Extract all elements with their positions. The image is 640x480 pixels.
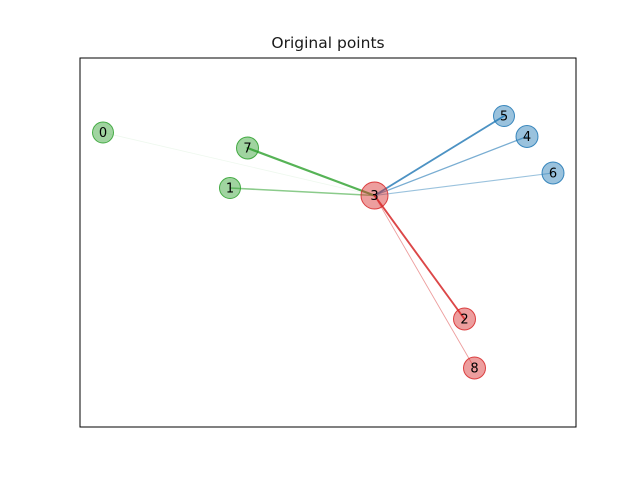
node-label-7: 7 xyxy=(243,142,251,157)
node-label-4: 4 xyxy=(523,130,531,145)
graph-node-1 xyxy=(219,177,241,199)
graph-node-0 xyxy=(92,121,114,144)
plot-frame xyxy=(79,57,577,428)
node-label-8: 8 xyxy=(470,362,478,377)
graph-edge-3-2 xyxy=(373,194,466,320)
graph-node-8 xyxy=(463,356,486,380)
graph-edge-3-4 xyxy=(373,135,528,197)
node-label-3: 3 xyxy=(370,189,378,204)
node-label-0: 0 xyxy=(99,126,107,141)
graph-node-3 xyxy=(360,181,389,210)
node-label-6: 6 xyxy=(549,167,557,182)
graph-edge-3-5 xyxy=(373,115,505,197)
graph-edge-3-8 xyxy=(374,195,475,369)
node-label-1: 1 xyxy=(226,182,234,197)
graph-edge-7-3 xyxy=(246,146,376,197)
node-label-2: 2 xyxy=(460,313,468,328)
graph-edge-1-3 xyxy=(229,187,376,197)
graph-node-6 xyxy=(541,161,565,185)
chart-title: Original points xyxy=(271,34,385,52)
graph-node-2 xyxy=(453,307,476,331)
graph-node-7 xyxy=(236,136,259,160)
graph-node-5 xyxy=(493,105,515,127)
node-label-5: 5 xyxy=(500,110,508,125)
graph-edge-0-3 xyxy=(102,132,375,196)
graph-node-4 xyxy=(515,125,539,148)
graph-edge-3-6 xyxy=(373,172,554,197)
